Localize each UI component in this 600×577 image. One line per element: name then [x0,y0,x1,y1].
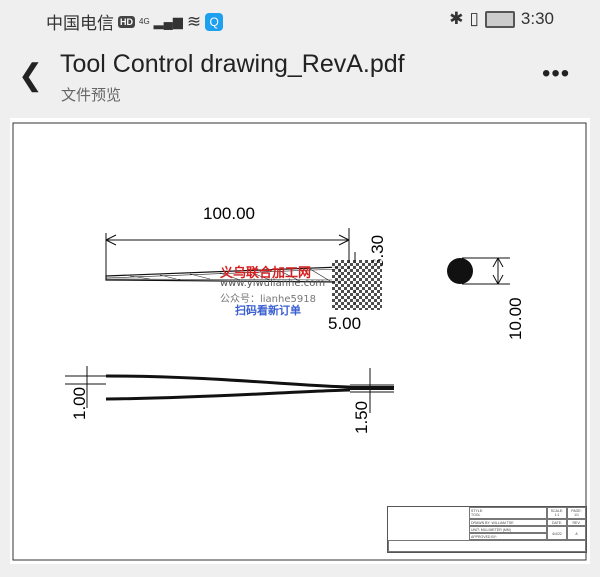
approved-by: APPROVED BY: [469,533,547,540]
style-value: TOOL [471,513,481,517]
page-label: PAGE: [571,509,582,513]
bluetooth-icon: ✱ [449,9,464,28]
wifi-icon: ≋ [186,11,202,31]
status-bar: 中国电信 HD 4G▂▄▆≋Q ✱ ▯ 3:30 [0,8,600,33]
dim-length: 100.00 [203,204,255,223]
watermark-name: 义乌联合加工网 [220,266,312,281]
clock: 3:30 [520,9,554,28]
file-title: Tool Control drawing_RevA.pdf [60,50,405,78]
back-button[interactable]: ❮ [18,59,44,92]
dim-thick-right: 1.50 [352,400,371,434]
style-label: STYLE: [471,509,484,513]
scale-label: SCALE: [550,509,564,513]
qr-code-icon [332,260,382,310]
drawn-by: DRAWN BY: WILLIAM TSE [469,519,547,526]
vibrate-icon: ▯ [469,9,479,28]
signal-icon: ▂▄▆ [153,13,183,29]
rev-label: REV: [567,519,586,526]
unit: UNIT: MILLIMETER (MM) [469,526,547,533]
date-label: DATE: [547,519,567,526]
network-type: 4G [139,17,150,26]
date-value: 4/4/22 [547,526,567,540]
watermark-cta: 扫码看新订单 [235,304,301,317]
page-value: 1/1 [574,513,579,517]
hd-icon: HD [118,15,135,28]
more-menu-button[interactable]: ••• [542,60,571,87]
rev-value: A [567,526,586,540]
tool-end-view [447,258,473,284]
search-app-icon: Q [205,12,224,31]
file-subtitle: 文件预览 [61,87,122,104]
scale-value: 1:1 [554,513,560,517]
tool-side-view [105,374,351,401]
title-block: STYLE:TOOL SCALE:1:1 PAGE:1/1 DRAWN BY: … [387,506,587,553]
dim-tip-width: 5.00 [328,314,362,333]
pdf-page[interactable]: 100.00 3.30 5.00 10.00 1.00 1.50 义乌联合加工网… [10,118,590,564]
watermark-url: www.yiwulianhe.com [220,278,326,289]
watermark-account: 公众号：lianhe5918 [220,294,316,305]
drawing-canvas [12,122,587,561]
dim-thick-left: 1.00 [70,386,89,420]
battery-icon [484,10,515,28]
carrier: 中国电信 [46,14,114,33]
dim-diameter: 10.00 [506,297,525,340]
